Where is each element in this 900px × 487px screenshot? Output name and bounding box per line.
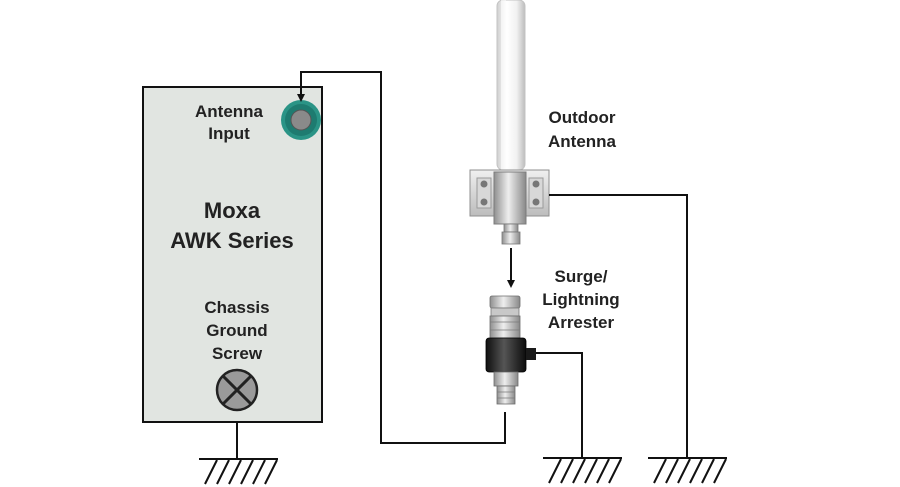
antenna-cable (297, 71, 506, 444)
antenna-ground-wire (549, 194, 688, 458)
ground-screw-label-line2: Ground (206, 321, 267, 340)
earth-ground-icon (199, 422, 278, 485)
ground-screw-label: Chassis Ground Screw (204, 298, 269, 363)
arrester-label-line2: Lightning (542, 290, 619, 309)
device-title-line2: AWK Series (170, 228, 294, 253)
arrester-label: Surge/ Lightning Arrester (542, 267, 619, 332)
arrester-label-line3: Arrester (548, 313, 615, 332)
antenna-input-label: Antenna Input (195, 102, 264, 143)
antenna-connector-icon (281, 100, 321, 140)
outdoor-antenna-label-line1: Outdoor (548, 108, 615, 127)
ground-screw-label-line3: Screw (212, 344, 263, 363)
surge-arrester-icon (485, 295, 536, 405)
arrester-label-line1: Surge/ (555, 267, 608, 286)
outdoor-antenna-label-line2: Antenna (548, 132, 617, 151)
outdoor-antenna-icon (469, 0, 550, 245)
arrester-ground-wire (536, 352, 583, 458)
device-title-line1: Moxa (204, 198, 261, 223)
antenna-input-label-line2: Input (208, 124, 250, 143)
antenna-input-label-line1: Antenna (195, 102, 264, 121)
earth-ground-icon (543, 457, 622, 484)
earth-ground-icon (648, 457, 727, 484)
device-box (142, 86, 323, 423)
outdoor-antenna-label: Outdoor Antenna (548, 108, 617, 151)
ground-screw-label-line1: Chassis (204, 298, 269, 317)
circle-x-icon (215, 368, 259, 412)
